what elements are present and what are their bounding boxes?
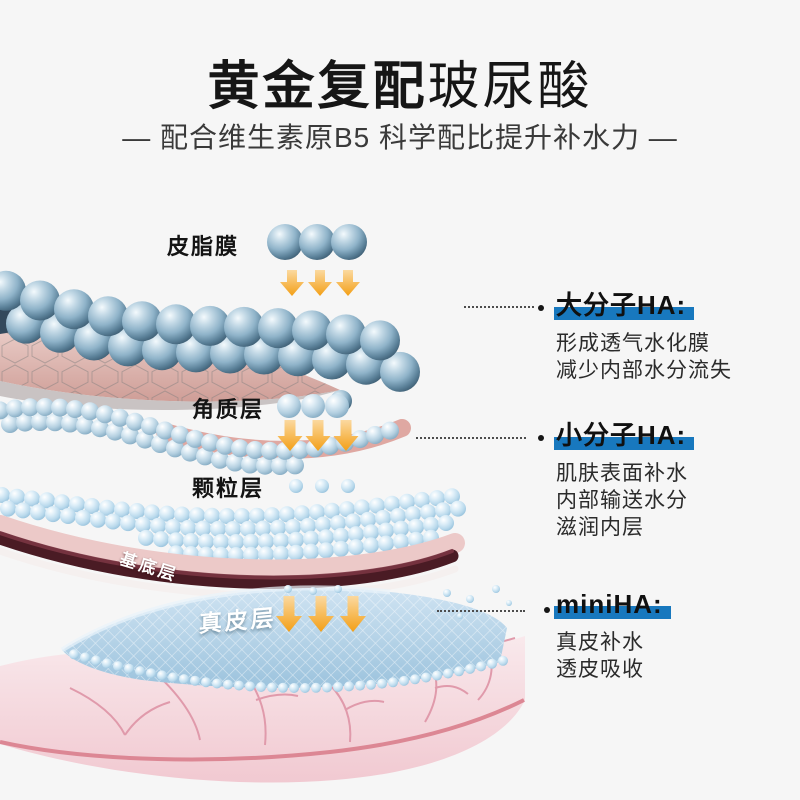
label-dermis-layer: 真皮层 xyxy=(198,604,277,638)
corneum-bubble-row-back xyxy=(1,413,304,475)
annotation-line: 真皮补水 xyxy=(556,631,644,655)
sebum-bubble-band-front xyxy=(0,270,400,361)
annotation-heading: 大分子HA: xyxy=(554,290,695,321)
corneum-molecule-bubbles xyxy=(277,394,349,418)
scattered-droplets xyxy=(284,585,512,619)
basal-layer-band xyxy=(0,515,465,599)
label-stratum-corneum: 角质层 xyxy=(192,397,265,422)
label-granular-layer: 颗粒层 xyxy=(192,476,265,501)
page-subtitle: — 配合维生素原B5 科学配比提升补水力 — xyxy=(122,122,678,153)
annotation-line: 减少内部水分流失 xyxy=(556,359,732,383)
annotation-body: 真皮补水 透皮吸收 xyxy=(556,629,663,683)
annotation-heading: miniHA: xyxy=(554,589,671,620)
granular-bubble-row-2 xyxy=(0,500,466,537)
annotation-line: 形成透气水化膜 xyxy=(556,332,710,356)
bullet-dot-1 xyxy=(538,305,544,311)
dermis-mesh-layer xyxy=(60,585,507,688)
down-arrow-icon-group-corneum xyxy=(277,420,359,451)
annotation-small-ha: 小分子HA: 肌肤表面补水 内部输送水分 滋润内层 xyxy=(554,420,695,541)
annotation-body: 形成透气水化膜 减少内部水分流失 xyxy=(556,330,732,384)
down-arrow-icon-group-sebum xyxy=(280,270,360,296)
dermis-main-vein xyxy=(0,698,525,762)
label-sebum-film: 皮脂膜 xyxy=(167,234,240,259)
annotation-body: 肌肤表面补水 内部输送水分 滋润内层 xyxy=(556,460,688,541)
connector-line-3 xyxy=(437,610,525,612)
sebum-molecule-bubbles xyxy=(267,224,367,260)
annotation-line: 滋润内层 xyxy=(556,516,644,540)
title-bold-part: 黄金复配 xyxy=(207,58,428,116)
annotation-line: 内部输送水分 xyxy=(556,489,688,513)
page-title: 黄金复配玻尿酸 xyxy=(0,44,800,119)
blue-highlight-bar xyxy=(554,437,695,451)
annotation-heading: 小分子HA: xyxy=(554,420,695,451)
annotation-line: 透皮吸收 xyxy=(556,658,644,682)
title-regular-part: 玻尿酸 xyxy=(427,58,593,116)
bullet-dot-2 xyxy=(538,435,544,441)
blue-highlight-bar xyxy=(554,606,671,620)
granular-bubble-row-3 xyxy=(138,515,454,550)
connector-line-1 xyxy=(464,306,534,308)
down-arrow-icon-group-dermis xyxy=(276,596,366,632)
mesh-bead-row xyxy=(69,649,508,693)
annotation-line: 肌肤表面补水 xyxy=(556,462,688,486)
granular-bubble-row-1 xyxy=(0,487,460,524)
granular-molecule-bubbles xyxy=(289,479,355,493)
annotation-mini-ha: miniHA: 真皮补水 透皮吸收 xyxy=(554,589,671,683)
blue-highlight-bar xyxy=(554,307,695,321)
annotation-large-ha: 大分子HA: 形成透气水化膜 减少内部水分流失 xyxy=(554,290,732,384)
bullet-dot-3 xyxy=(544,607,550,613)
corneum-bubble-row-front xyxy=(0,398,399,460)
connector-line-2 xyxy=(416,437,526,439)
